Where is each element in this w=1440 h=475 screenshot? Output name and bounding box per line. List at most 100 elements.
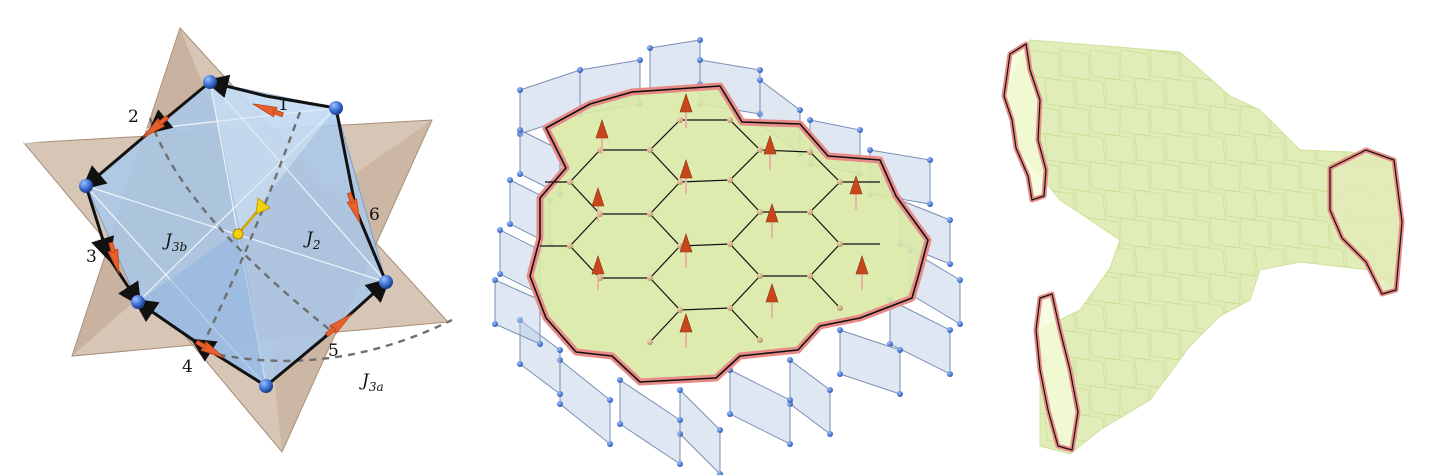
sheet-node (517, 361, 523, 367)
lattice-node (727, 241, 733, 247)
arrow-2 (142, 115, 170, 139)
blue-sheet (729, 369, 791, 445)
blue-sheet (789, 359, 831, 435)
grid-tile (1299, 105, 1331, 137)
sheet-node (637, 57, 643, 63)
grid-tile (1254, 413, 1286, 445)
sphere-lower-left (131, 295, 145, 309)
grid-tile (1074, 245, 1106, 277)
cone-head (849, 175, 863, 195)
grid-tile (1209, 49, 1241, 81)
blue-sheet (649, 39, 701, 93)
grid-tile (1359, 385, 1391, 417)
membrane-black-edge (529, 85, 929, 383)
sheet-node (537, 341, 543, 347)
lattice-node (647, 275, 653, 281)
sheet-node (557, 401, 563, 407)
lattice-node (837, 179, 843, 185)
sheet-node (787, 357, 793, 363)
sheet-node (757, 77, 763, 83)
cone-head (591, 187, 605, 207)
lattice-node (647, 147, 653, 153)
octahedron-panel: 1 2 3 4 5 6 J3b J2 J3a (22, 27, 453, 453)
cone-head (591, 255, 605, 275)
blue-sheet (559, 358, 611, 446)
green-membrane (526, 82, 932, 386)
spin-cone (591, 255, 605, 290)
grid-tile (1179, 385, 1211, 417)
sheet-node (837, 327, 843, 333)
coupling-dashes (148, 111, 453, 363)
arrow-4 (195, 339, 225, 359)
grid-tile (1374, 301, 1404, 333)
grid-tile (1329, 385, 1361, 417)
sheet-node (577, 67, 583, 73)
grid-tile (1059, 217, 1091, 249)
grid-tile (1059, 273, 1091, 305)
sheet-node (927, 201, 933, 207)
sheet-node (827, 431, 833, 437)
grid-tile (1224, 357, 1256, 389)
sheet-node (517, 171, 523, 177)
coupling-labels: J3b J2 J3a (162, 229, 384, 394)
sheet-node (497, 227, 503, 233)
central-spin (232, 197, 271, 240)
cone-head (679, 313, 693, 333)
sheet-node (927, 157, 933, 163)
sheet-node (787, 397, 793, 403)
label-1: 1 (278, 95, 289, 115)
lattice-node (677, 179, 683, 185)
blue-facet-light (210, 82, 336, 230)
grid-tile (1239, 329, 1271, 361)
sheet-node (697, 57, 703, 63)
grid-tile (1359, 105, 1391, 137)
sheet-node (957, 277, 963, 283)
sheet-node (947, 327, 953, 333)
sheet-node (677, 387, 683, 393)
sheet-node (492, 277, 498, 283)
sheet-node (697, 37, 703, 43)
sheet-node (787, 441, 793, 447)
cone-head (855, 255, 869, 275)
honeycomb-panel (492, 37, 963, 475)
grid-tile (1344, 357, 1376, 389)
label-j3b: J3b (162, 231, 187, 254)
sheet-node (897, 391, 903, 397)
sheet-node (797, 107, 803, 113)
honeycomb-lines (540, 119, 880, 343)
sheet-node (607, 441, 613, 447)
sheet-node (507, 221, 513, 227)
grid-tile (1329, 49, 1361, 81)
cone-head (679, 233, 693, 253)
spin-cone (855, 255, 869, 290)
lattice-node (757, 147, 763, 153)
arrow-1 (252, 103, 284, 118)
sphere-top (203, 75, 217, 89)
grid-tile (1269, 273, 1301, 305)
label-6: 6 (369, 205, 380, 225)
sheet-node (827, 387, 833, 393)
label-3: 3 (86, 247, 97, 267)
label-j2: J2 (303, 229, 320, 252)
grid-tile (1329, 329, 1361, 361)
sheet-node (857, 127, 863, 133)
cone-head (765, 283, 779, 303)
lattice-node (727, 305, 733, 311)
cone-head (765, 203, 779, 223)
loop-right (1327, 147, 1405, 297)
arrow-labels: 1 2 3 4 5 6 (86, 95, 380, 377)
sphere-right (379, 275, 393, 289)
grid-tile (1254, 301, 1286, 333)
spin-cone (765, 283, 779, 318)
sheet-node (677, 461, 683, 467)
lattice-node (727, 117, 733, 123)
sphere-upper-right (329, 101, 343, 115)
lattice-node (677, 117, 683, 123)
grid-tile (1044, 245, 1076, 277)
grid-tile (1314, 301, 1346, 333)
sheet-node (867, 147, 873, 153)
grid-tile (1269, 385, 1301, 417)
sheet-node (757, 67, 763, 73)
grid-tile (1239, 49, 1271, 81)
